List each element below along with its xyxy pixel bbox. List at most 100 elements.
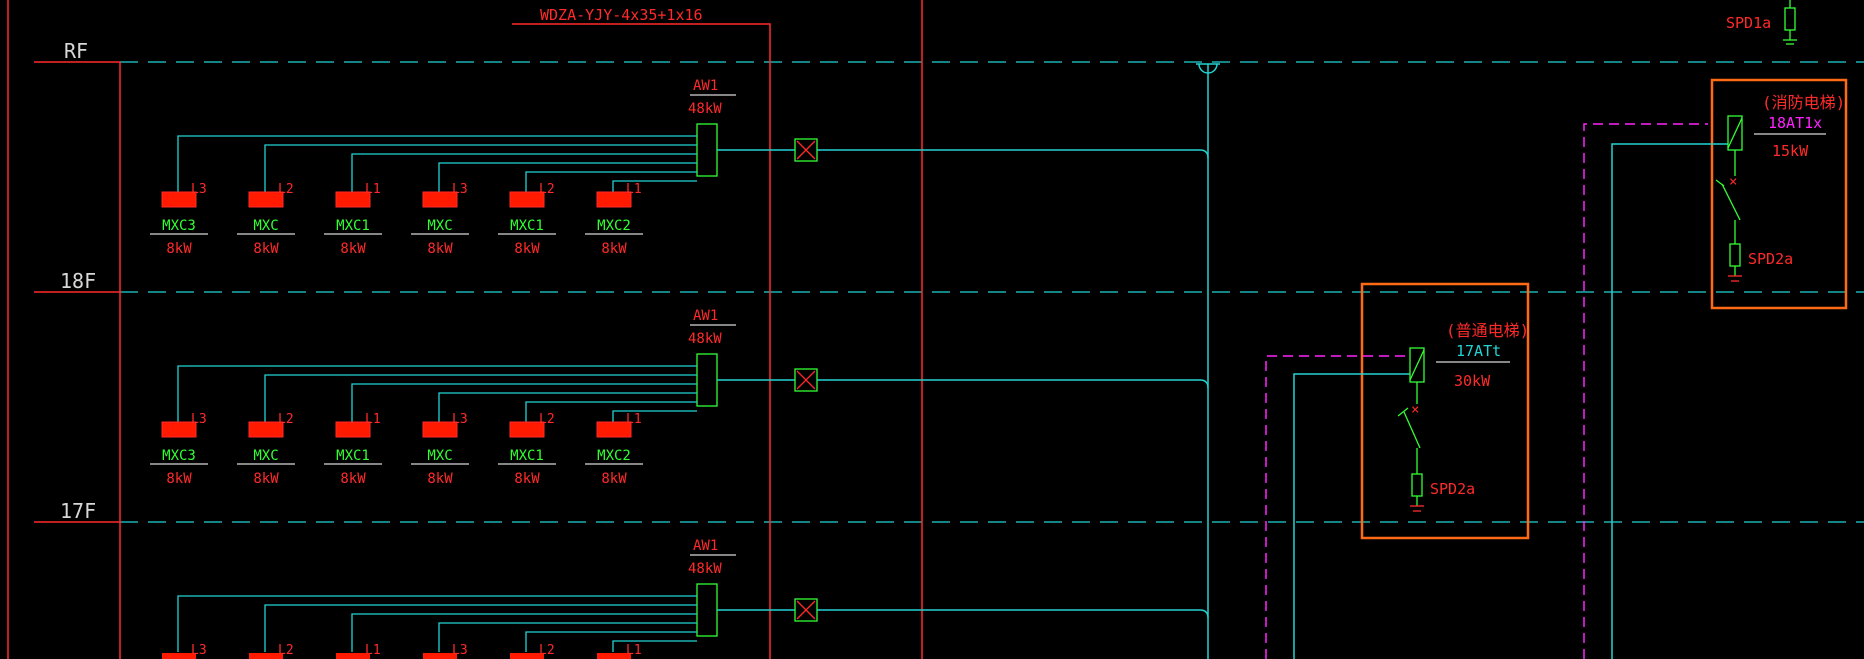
load-device-icon [248,421,284,438]
phase-label: L3 [191,412,207,427]
fire-elevator-panel-box [1710,78,1848,310]
phase-label: L2 [278,182,294,197]
phase-label: L2 [539,412,555,427]
load-device-icon [161,421,197,438]
load-name: MXC2 [597,448,631,464]
load-name: MXC1 [336,218,370,234]
branch-circuit-line [612,640,697,652]
phase-label: L2 [278,643,294,658]
feeder-cable-line [512,23,771,659]
load-device-icon [510,653,544,659]
terminal-block-icon [696,123,718,177]
fire-elevator-power: 15kW [1772,142,1809,160]
switch-tick [1397,407,1409,417]
floor-distribution-blocks: AW148kWL3MXC38kWL2MXC8kWL1MXC18kWL3MXC8k… [150,78,1209,659]
load-device-icon [422,421,458,438]
floor-label-17f: 17F [60,499,96,523]
breaker-cross [796,600,816,620]
branch-circuit-line [438,622,697,652]
load-power: 8kW [166,241,192,257]
meter-slash [1727,117,1743,149]
branch-circuit-line [177,365,697,422]
busway-tap-line [817,379,1209,389]
normal-elevator-power: 30kW [1454,372,1491,390]
load-power: 8kW [340,471,366,487]
roof-spd-label: SPD1a [1726,14,1771,32]
branch-circuit-line [525,401,697,422]
busway-tap-line [817,149,1209,159]
surge-protector-icon [1411,473,1423,497]
load-name: MXC1 [510,448,544,464]
load-device-icon [509,191,545,208]
phase-label: L2 [539,182,555,197]
load-device-icon [596,421,632,438]
load-device-icon [336,653,370,659]
panel-name: AW1 [693,308,718,324]
phase-label: L2 [539,643,555,658]
meter-slash [1409,349,1425,381]
normal-elevator-name: 17ATt [1456,342,1501,360]
load-device-icon [509,421,545,438]
phase-label: L3 [452,412,468,427]
load-device-icon [335,191,371,208]
load-name: MXC2 [597,218,631,234]
normal-elevator-panel-box [1360,282,1530,540]
load-device-icon [162,653,196,659]
branch-circuit-line [264,144,697,192]
load-name: MXC [253,218,278,234]
surge-protector-icon [1784,7,1796,31]
busway-end-icon [1198,63,1218,74]
phase-label: L1 [626,412,642,427]
load-name: MXC3 [162,448,196,464]
load-device-icon [596,191,632,208]
branch-circuit-line [351,613,697,652]
phase-label: L3 [191,182,207,197]
panel-power: 48kW [688,101,722,117]
feeder-cable-label: WDZA-YJY-4x35+1x16 [540,6,703,24]
branch-circuit-line [264,604,697,652]
branch-circuit-line [177,595,697,652]
branch-circuit-line [351,153,697,192]
fire-elevator-control-line [1583,123,1708,659]
load-device-icon [335,421,371,438]
branch-circuit-line [438,392,697,422]
branch-circuit-line [612,180,697,192]
load-device-icon [249,653,283,659]
load-power: 8kW [427,471,453,487]
fire-elevator-spd-label: SPD2a [1748,250,1793,268]
panel-name: AW1 [693,78,718,94]
switch-tick [1715,179,1725,187]
load-name: MXC1 [336,448,370,464]
normal-elevator-switch-icon [1403,411,1421,449]
branch-circuit-line [351,383,697,422]
branch-circuit-line [264,374,697,422]
phase-label: L1 [626,643,642,658]
load-name: MXC [427,448,452,464]
breaker-x-icon: × [1729,174,1737,190]
normal-elevator-feeder-line [1293,373,1410,659]
phase-label: L1 [365,412,381,427]
busway-tap-line [817,609,1209,619]
load-power: 8kW [253,241,279,257]
load-power: 8kW [514,471,540,487]
branch-circuit-line [525,631,697,652]
terminal-block-icon [696,583,718,637]
load-device-icon [161,191,197,208]
load-device-icon [597,653,631,659]
phase-label: L1 [365,182,381,197]
phase-label: L3 [452,643,468,658]
load-power: 8kW [427,241,453,257]
load-name: MXC3 [162,218,196,234]
load-device-icon [248,191,284,208]
breaker-cross [796,370,816,390]
fire-elevator-name: 18AT1x [1768,114,1822,132]
floor-label-rf: RF [64,39,88,63]
phase-label: L1 [365,643,381,658]
fire-elevator-switch-icon [1721,183,1741,221]
branch-circuit-line [438,162,697,192]
breaker-x-icon: × [1411,402,1419,418]
panel-power: 48kW [688,561,722,577]
normal-elevator-spd-label: SPD2a [1430,480,1475,498]
load-power: 8kW [253,471,279,487]
